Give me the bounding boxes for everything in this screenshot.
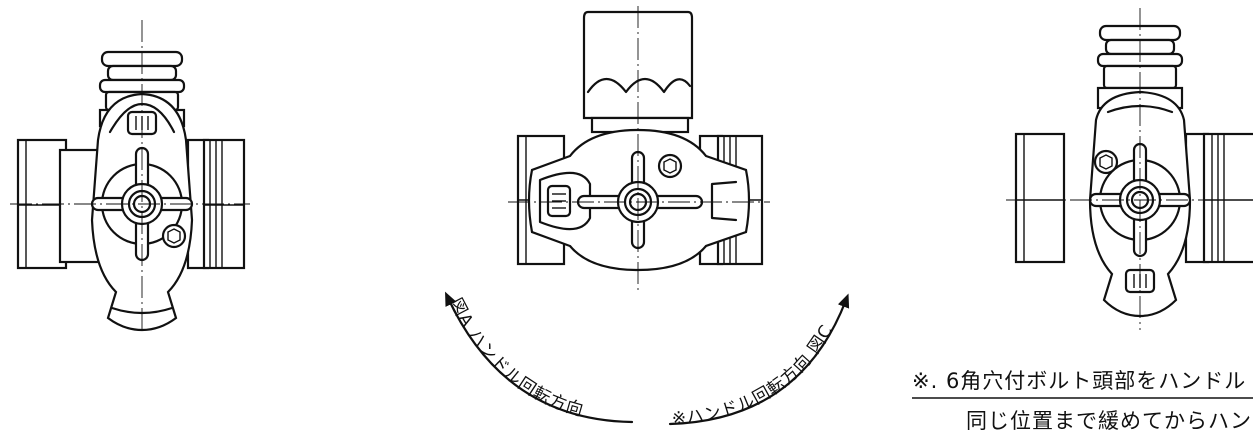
rotation-arc-left: [445, 291, 634, 424]
valve-left: [10, 20, 250, 334]
valve-center: [508, 6, 770, 292]
arc-label-right: ※ハンドル回転方向 図C: [671, 321, 837, 429]
valve-right-hex-bolt: [1093, 149, 1119, 175]
note-line-1: ※. 6角穴付ボルト頭部をハンドル: [912, 369, 1246, 393]
rotation-arc-right: [668, 293, 850, 426]
arc-label-left: 図A ハンドル回転方向: [445, 295, 586, 421]
note-line-2: 同じ位置まで緩めてからハン: [966, 409, 1252, 433]
valve-center-hex-bolt: [657, 153, 683, 179]
valve-center-mark: [546, 184, 572, 218]
valve-right: [1006, 8, 1253, 330]
valve-right-body: [1014, 132, 1253, 264]
valve-left-hex-bolt: [161, 223, 187, 249]
